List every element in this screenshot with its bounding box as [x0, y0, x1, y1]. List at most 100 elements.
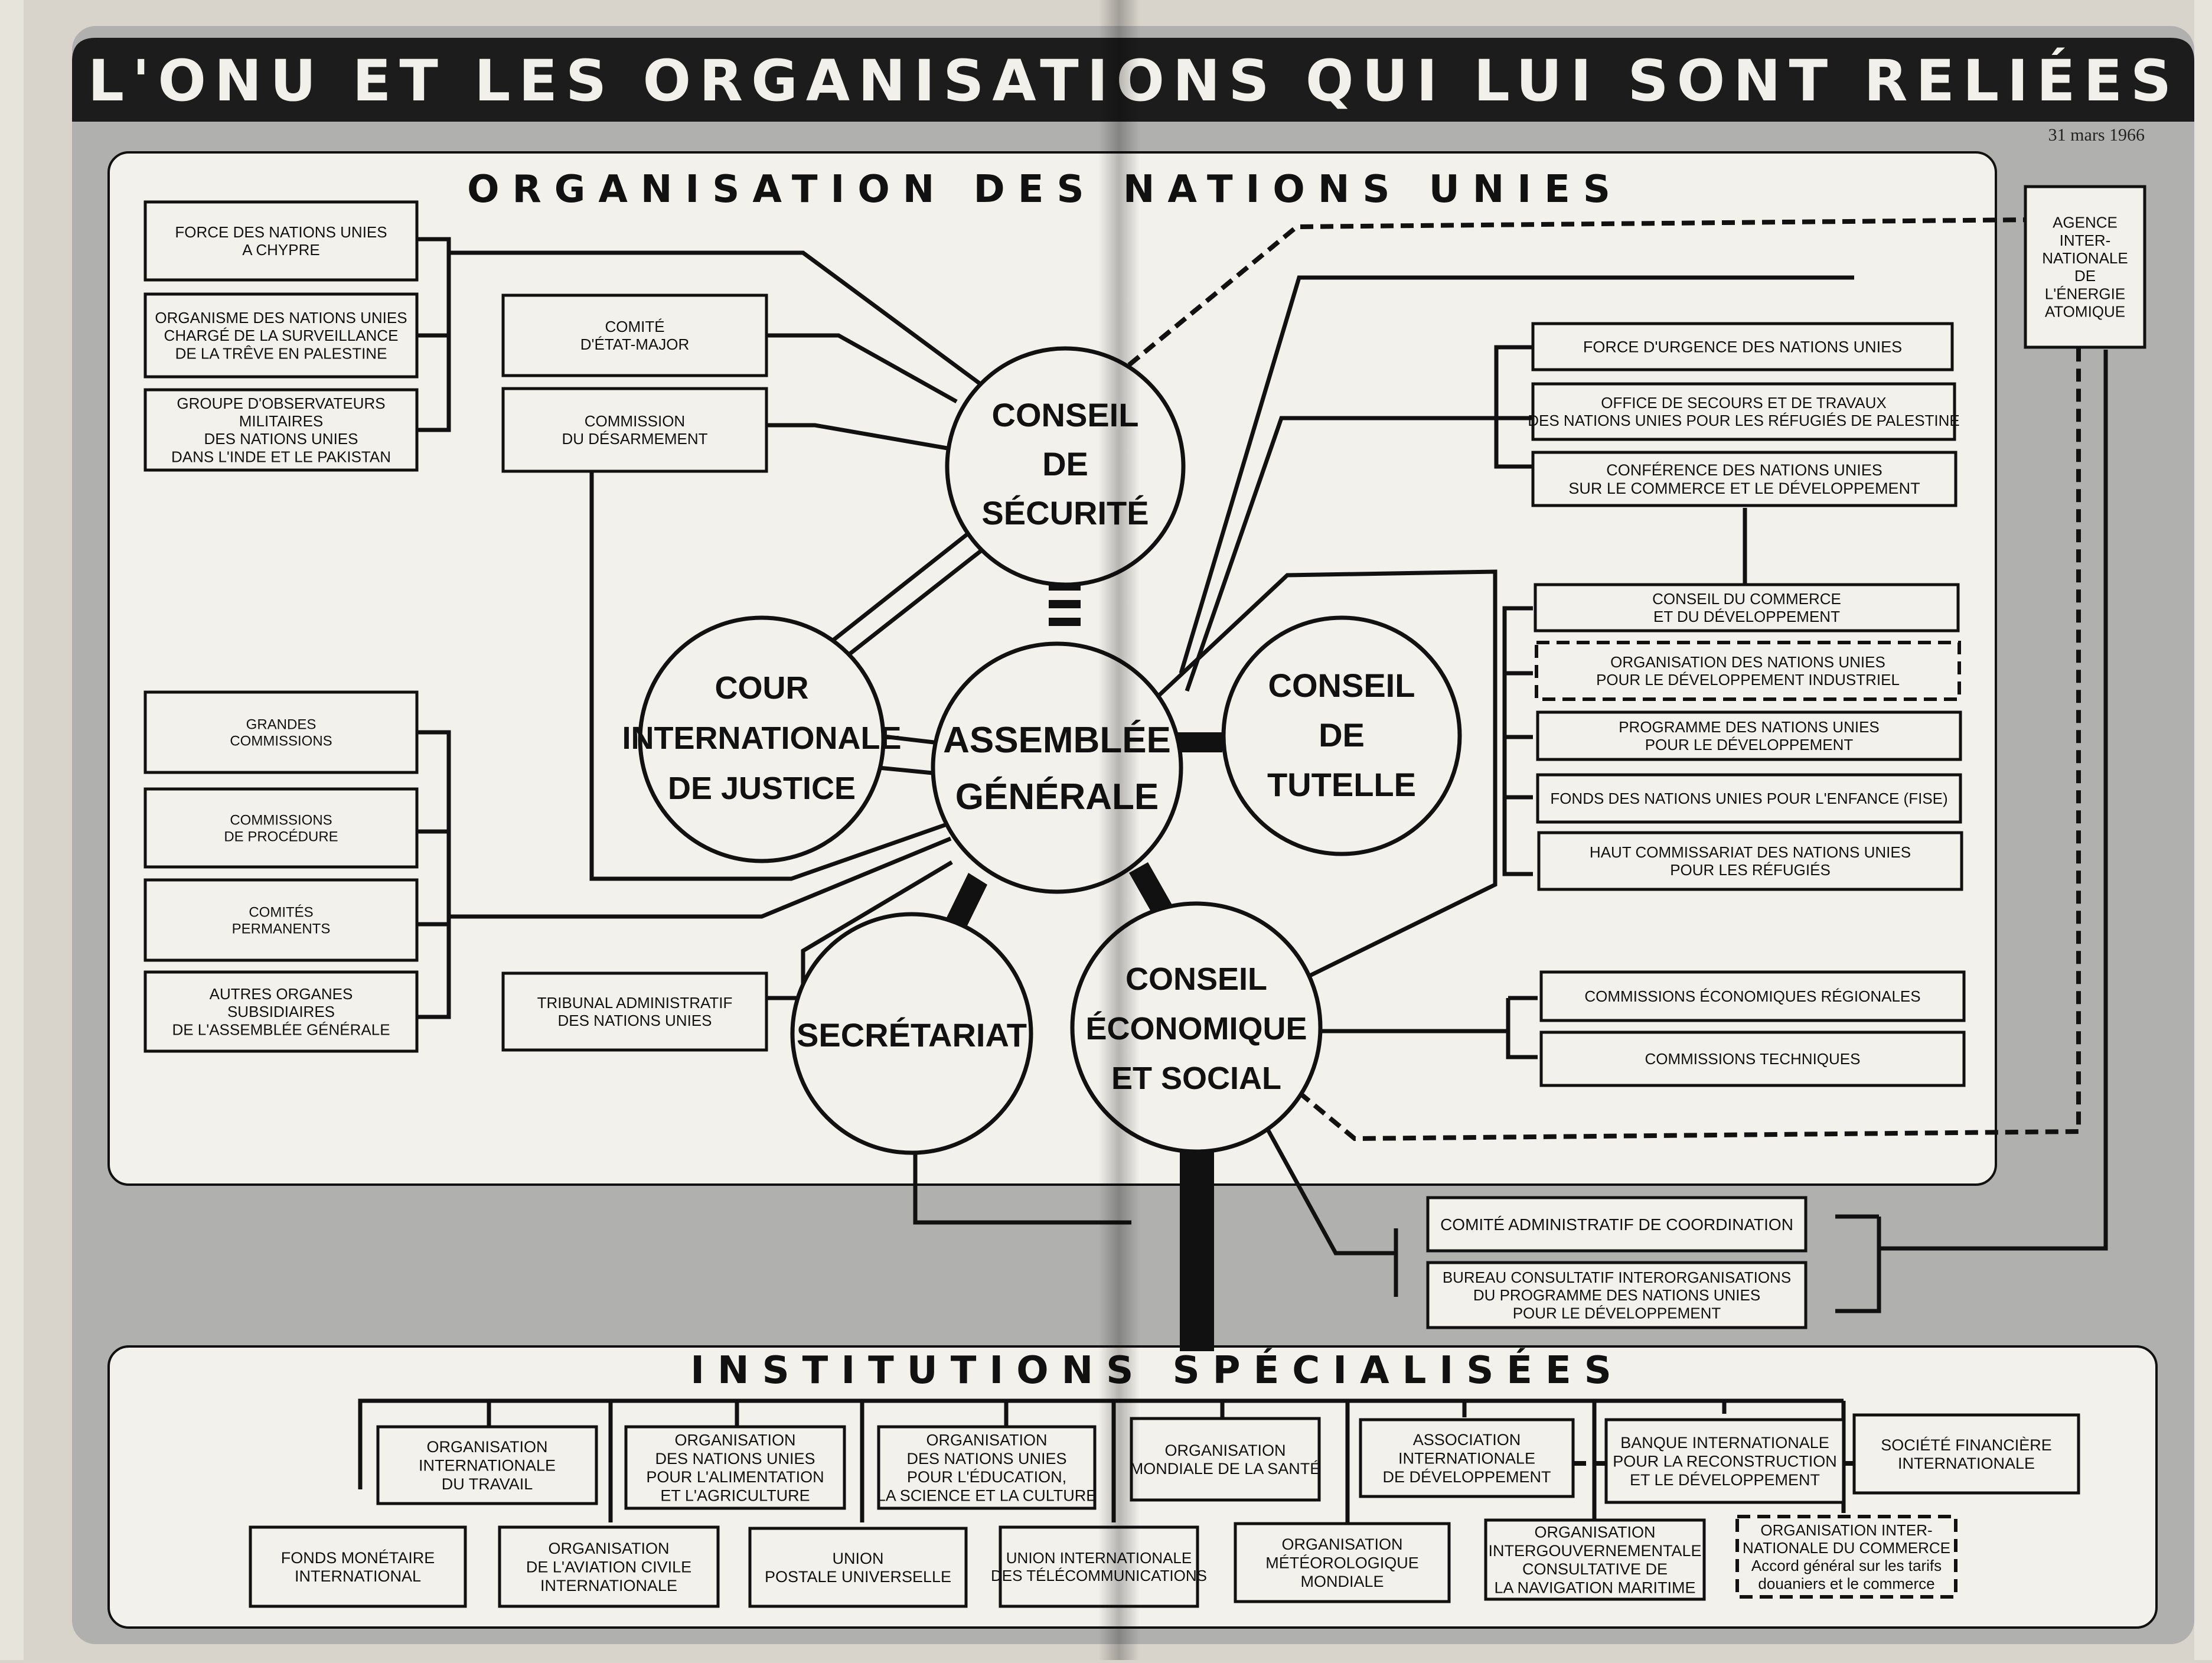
court-circle — [638, 615, 886, 863]
standing-label-2: PERMANENTS — [232, 921, 331, 937]
acc-label-1: COMITÉ ADMINISTRATIF DE COORDINATION — [1440, 1215, 1793, 1234]
connector-right-bracket-top — [1494, 345, 1533, 469]
disarmament-label-2: DU DÉSARMEMENT — [562, 430, 707, 448]
connector-lines — [358, 237, 2108, 1522]
security-council[interactable]: CONSEIL DE SÉCURITÉ — [945, 346, 1186, 587]
iacb-label-3: POUR LE DÉVELOPPEMENT — [1513, 1304, 1721, 1322]
fao-label-4: ET L'AGRICULTURE — [660, 1486, 810, 1504]
unhcr-label-1: HAUT COMMISSARIAT DES NATIONS UNIES — [1590, 843, 1911, 861]
connector-iaea — [1879, 350, 2108, 1251]
who-label-1: ORGANISATION — [1164, 1442, 1286, 1459]
box-ilo[interactable] — [376, 1425, 598, 1505]
wmo-label-3: MONDIALE — [1300, 1573, 1384, 1590]
box-regional-commissions[interactable] — [1539, 970, 1966, 1022]
box-unrwa[interactable] — [1531, 382, 1956, 441]
boxes — [143, 185, 2146, 1608]
box-technical-commissions[interactable] — [1539, 1031, 1966, 1087]
india-pakistan-observers-label-3: DES NATIONS UNIES — [204, 430, 358, 448]
box-trade-board[interactable] — [1534, 583, 1960, 632]
spoke-ga-sc-2 — [1049, 600, 1081, 608]
box-iacb[interactable] — [1426, 1261, 1808, 1329]
box-military-staff[interactable] — [501, 294, 768, 377]
box-cyprus-force[interactable] — [143, 200, 419, 282]
box-unctad[interactable] — [1531, 451, 1957, 507]
unctad-label-2: SUR LE COMMERCE ET LE DÉVELOPPEMENT — [1568, 480, 1920, 497]
box-disarmament[interactable] — [501, 387, 768, 473]
box-ito-gatt[interactable] — [1735, 1515, 1957, 1599]
box-india-pakistan[interactable] — [143, 388, 419, 472]
box-emergency-force[interactable] — [1531, 322, 1954, 371]
box-main-committees[interactable] — [143, 690, 419, 774]
ida-label-2: INTERNATIONALE — [1398, 1449, 1535, 1467]
box-wmo[interactable] — [1234, 1522, 1451, 1603]
truce-supervision-label-1: ORGANISME DES NATIONS UNIES — [155, 309, 407, 327]
security-council-label-2: DE — [1042, 445, 1088, 482]
box-other-subsidiary[interactable] — [143, 970, 419, 1053]
dashed-iaea-bottom — [1297, 347, 2081, 1142]
ito-gatt-label-4: douaniers et le commerce — [1758, 1574, 1934, 1592]
iaea-label-6: ATOMIQUE — [2045, 303, 2125, 321]
upu-label-1: UNION — [833, 1550, 884, 1567]
box-truce-supervision[interactable] — [143, 292, 419, 379]
india-pakistan-observers-label-2: MILITAIRES — [239, 412, 324, 430]
connector-ga-unrwa — [1185, 416, 1533, 692]
page-edge-right — [2194, 0, 2212, 1660]
trusteeship-label-3: TUTELLE — [1267, 766, 1416, 803]
connector-disarmament — [766, 423, 951, 451]
general-assembly[interactable]: ASSEMBLÉE GÉNÉRALE — [931, 641, 1183, 894]
court-of-justice[interactable]: COUR INTERNATIONALE DE JUSTICE — [622, 615, 902, 863]
connector-secretariat — [913, 1150, 1131, 1225]
connector-ecosoc-acc — [1261, 1121, 1396, 1256]
ida-label-1: ASSOCIATION — [1413, 1431, 1521, 1449]
box-imco[interactable] — [1484, 1518, 1706, 1601]
ito-gatt-label-2: NATIONALE DU COMMERCE — [1743, 1539, 1950, 1557]
box-admin-tribunal[interactable] — [501, 971, 768, 1052]
unrwa-label-2: DES NATIONS UNIES POUR LES RÉFUGIÉS DE P… — [1528, 412, 1960, 429]
unido-label-1: ORGANISATION DES NATIONS UNIES — [1610, 653, 1885, 671]
box-unesco[interactable] — [877, 1425, 1097, 1510]
india-pakistan-observers-label-1: GROUPE D'OBSERVATEURS — [177, 394, 385, 412]
box-ifc[interactable] — [1852, 1413, 2080, 1495]
box-ida[interactable] — [1359, 1418, 1575, 1498]
truce-supervision-label-2: CHARGÉ DE LA SURVEILLANCE — [164, 327, 399, 344]
regional-commissions-label-1: COMMISSIONS ÉCONOMIQUES RÉGIONALES — [1584, 987, 1920, 1005]
imco-label-3: CONSULTATIVE DE — [1522, 1560, 1668, 1578]
admin-tribunal-label-1: TRIBUNAL ADMINISTRATIF — [537, 994, 733, 1012]
connector-ga-emergency — [1179, 275, 1854, 674]
who-label-2: MONDIALE DE LA SANTÉ — [1130, 1460, 1321, 1478]
connector-court-ga — [878, 733, 939, 776]
dashed-boxes — [1535, 641, 1961, 1599]
box-icao[interactable] — [498, 1525, 720, 1608]
box-iaea[interactable] — [2024, 185, 2146, 349]
ibrd-label-3: ET LE DÉVELOPPEMENT — [1630, 1471, 1820, 1489]
dashed-iaea-top — [1127, 217, 2031, 367]
box-fao[interactable] — [624, 1425, 846, 1510]
upu-label-2: POSTALE UNIVERSELLE — [765, 1568, 951, 1586]
connector-tribunal — [766, 860, 953, 1000]
disarmament-label-1: COMMISSION — [585, 412, 685, 430]
box-procedural[interactable] — [143, 787, 419, 869]
trusteeship-council[interactable]: CONSEIL DE TUTELLE — [1221, 615, 1462, 856]
ifc-label-2: INTERNATIONALE — [1898, 1455, 2035, 1472]
fao-label-2: DES NATIONS UNIES — [655, 1450, 815, 1468]
box-unido[interactable] — [1535, 641, 1961, 701]
ifc-label-1: SOCIÉTÉ FINANCIÈRE — [1881, 1436, 2052, 1454]
box-standing[interactable] — [143, 878, 419, 962]
box-unhcr[interactable] — [1537, 831, 1963, 891]
box-ibrd[interactable] — [1604, 1418, 1845, 1504]
icao-label-1: ORGANISATION — [548, 1540, 669, 1557]
general-assembly-circle — [931, 641, 1183, 894]
box-unicef[interactable] — [1536, 773, 1962, 824]
box-acc[interactable] — [1426, 1196, 1808, 1253]
box-who[interactable] — [1130, 1417, 1321, 1502]
trade-board-label-1: CONSEIL DU COMMERCE — [1652, 590, 1841, 608]
thick-spokes — [942, 582, 1222, 1351]
box-undp[interactable] — [1536, 710, 1962, 761]
box-upu[interactable] — [748, 1527, 968, 1608]
imf-label-1: FONDS MONÉTAIRE — [281, 1549, 435, 1567]
box-imf[interactable] — [249, 1525, 467, 1608]
secretariat[interactable]: SECRÉTARIAT — [790, 912, 1033, 1155]
admin-tribunal-label-2: DES NATIONS UNIES — [557, 1012, 712, 1029]
truce-supervision-label-3: DE LA TRÊVE EN PALESTINE — [175, 344, 387, 362]
